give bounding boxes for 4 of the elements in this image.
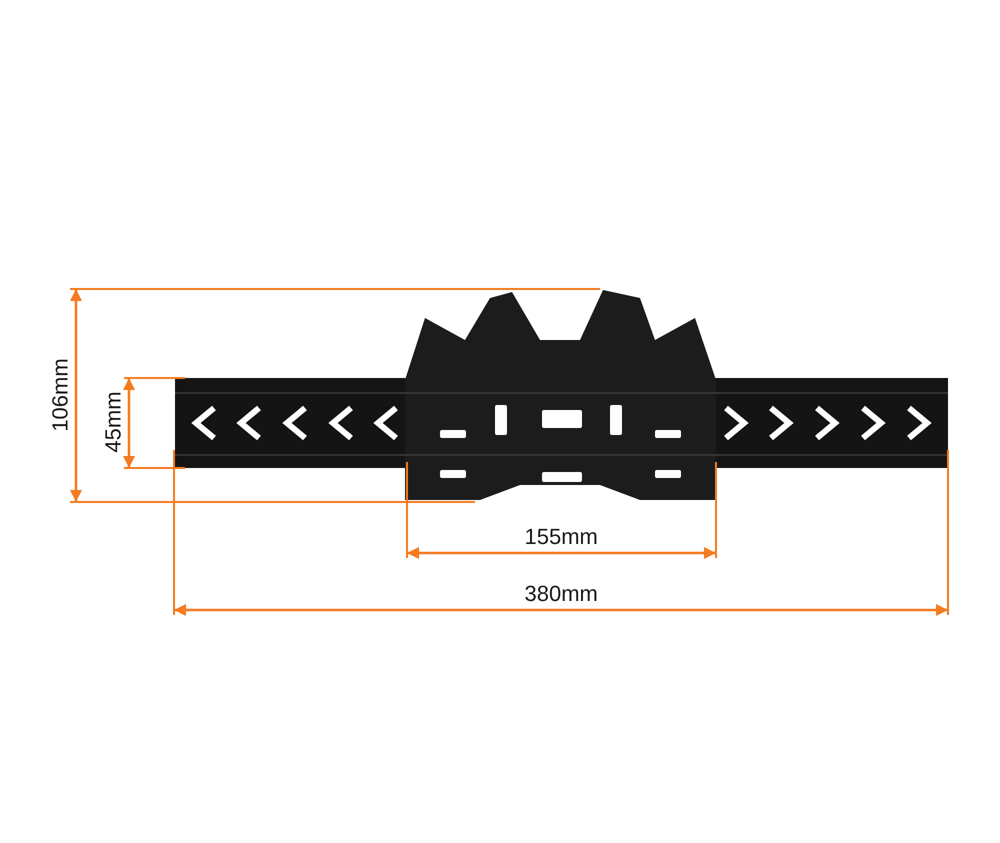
dimension-label: 155mm [524, 526, 598, 548]
dimension-label: 380mm [524, 583, 598, 605]
dimension-label: 106mm [49, 358, 72, 432]
dimension-label: 45mm [102, 391, 124, 453]
